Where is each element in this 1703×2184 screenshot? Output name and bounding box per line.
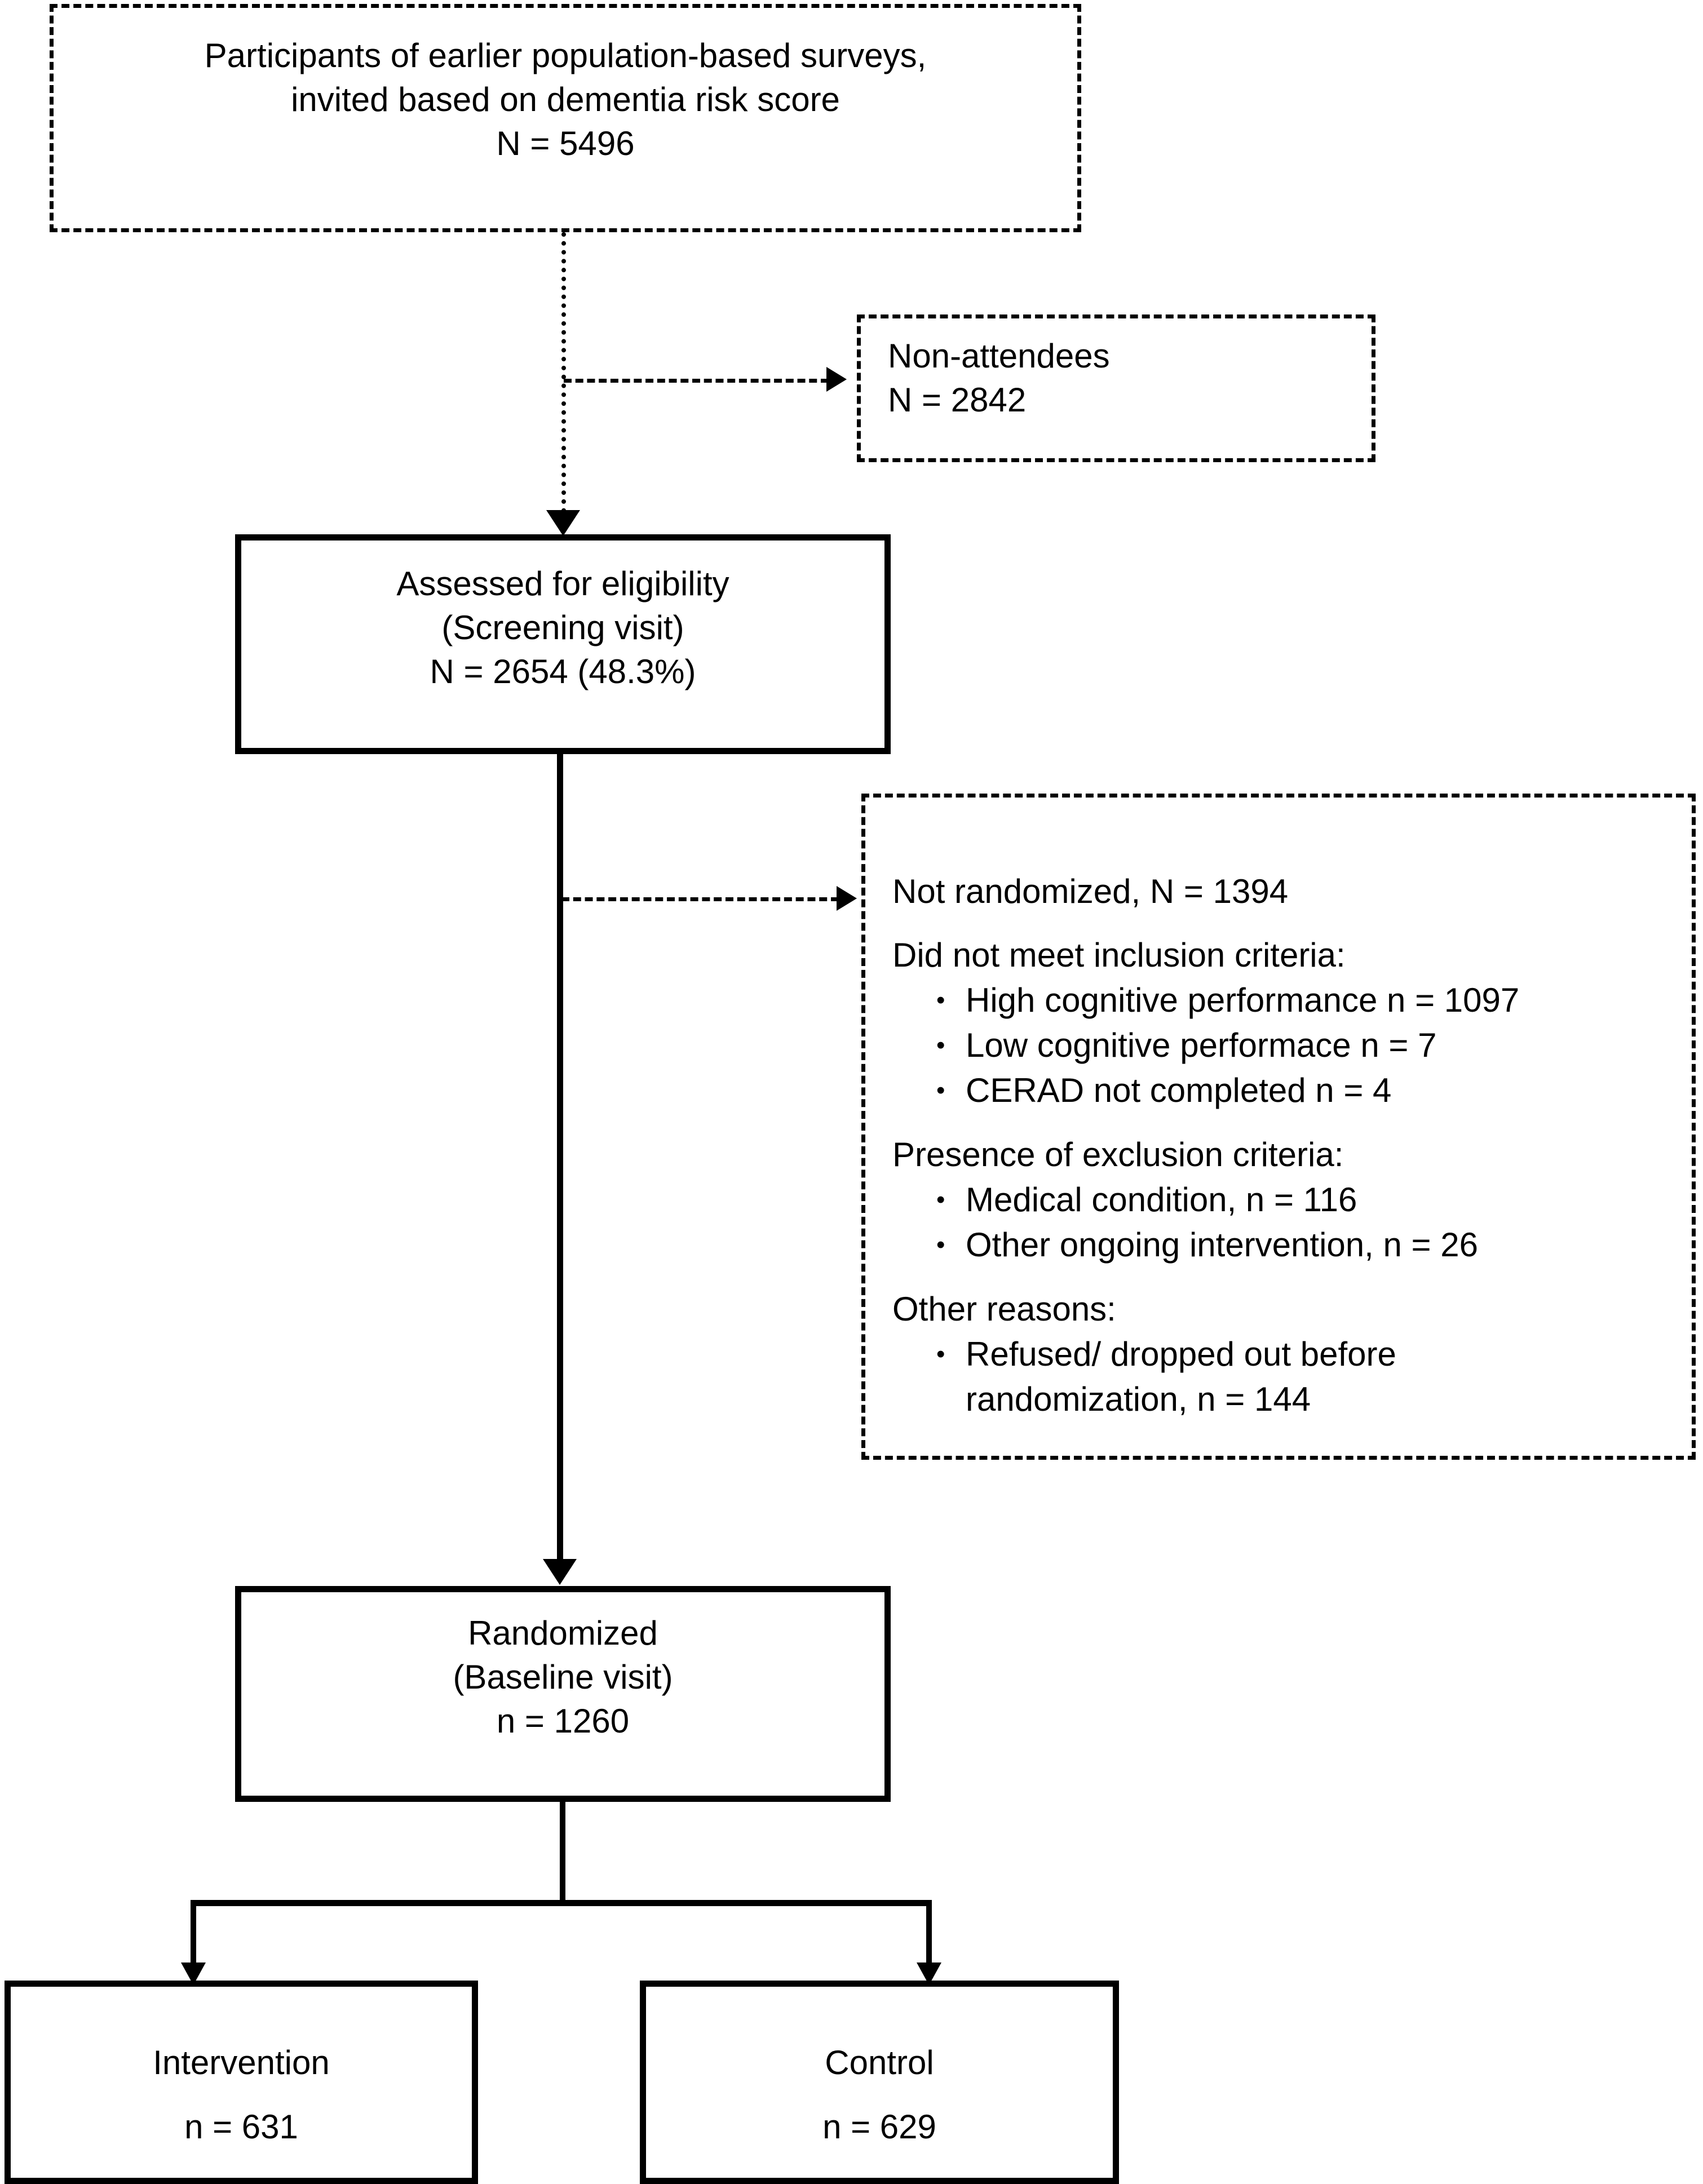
arrowhead-non-attendees — [826, 367, 847, 392]
not-randomized-title: Not randomized, N = 1394 — [892, 872, 1289, 910]
node-randomized-box: Randomized (Baseline visit) n = 1260 — [235, 1586, 891, 1802]
node-assessed-line-1: Assessed for eligibility — [396, 565, 729, 603]
bullet-icon: • — [936, 1231, 945, 1259]
not-randomized-group-1: Did not meet inclusion criteria: • High c… — [892, 933, 1519, 1113]
arrowhead-assessed — [546, 510, 580, 536]
list-item-label: CERAD not completed n = 4 — [966, 1071, 1392, 1109]
node-assessed-line-3: N = 2654 (48.3%) — [430, 653, 696, 690]
connector-assessed-to-randomized — [557, 754, 563, 1561]
node-invited-line-2: invited based on dementia risk score — [291, 81, 840, 118]
node-intervention-line-2: n = 631 — [184, 2108, 298, 2146]
node-invited-line-1: Participants of earlier population-based… — [204, 37, 927, 74]
node-non-attendees-line-2: N = 2842 — [888, 381, 1027, 419]
node-assessed-line-2: (Screening visit) — [441, 609, 684, 646]
group-2-list: • Medical condition, n = 116 • Other ongoi… — [892, 1177, 1478, 1268]
list-item-label: Medical condition, n = 116 — [966, 1181, 1357, 1219]
list-item-label: Refused/ dropped out before randomizatio… — [966, 1335, 1396, 1418]
connector-to-intervention — [191, 1900, 196, 1968]
connector-to-non-attendees — [564, 379, 829, 383]
node-non-attendees-line-1: Non-attendees — [888, 337, 1110, 375]
arrowhead-not-randomized — [837, 886, 857, 911]
bullet-icon: • — [936, 1077, 945, 1104]
node-invited-line-3: N = 5496 — [496, 125, 635, 162]
group-1-header: Did not meet inclusion criteria: — [892, 936, 1346, 974]
connector-to-not-randomized — [561, 897, 839, 901]
connector-invited-to-assessed — [561, 232, 566, 513]
group-2-header: Presence of exclusion criteria: — [892, 1136, 1344, 1173]
node-intervention-line-1: Intervention — [153, 2044, 330, 2081]
arrowhead-randomized — [543, 1559, 577, 1585]
node-assessed-box: Assessed for eligibility (Screening visi… — [235, 534, 891, 754]
connector-to-control — [926, 1900, 932, 1968]
group-3-list: • Refused/ dropped out before randomizati… — [892, 1332, 1501, 1422]
node-randomized-line-1: Randomized — [468, 1614, 658, 1652]
list-item: • High cognitive performance n = 1097 — [892, 978, 1519, 1023]
list-item-label: Low cognitive performace n = 7 — [966, 1026, 1437, 1064]
list-item-label: High cognitive performance n = 1097 — [966, 981, 1520, 1019]
node-control-line-2: n = 629 — [822, 2108, 936, 2146]
list-item: • Refused/ dropped out before randomizati… — [892, 1332, 1501, 1422]
list-item: • Other ongoing intervention, n = 26 — [892, 1222, 1478, 1268]
bullet-icon: • — [936, 1186, 945, 1213]
list-item-label: Other ongoing intervention, n = 26 — [966, 1226, 1478, 1264]
group-3-header: Other reasons: — [892, 1290, 1116, 1328]
group-1-list: • High cognitive performance n = 1097 • Lo… — [892, 978, 1519, 1113]
connector-randomized-stem — [560, 1802, 565, 1904]
not-randomized-group-3: Other reasons: • Refused/ dropped out bef… — [892, 1287, 1501, 1422]
list-item: • CERAD not completed n = 4 — [892, 1068, 1519, 1113]
node-intervention-box: Intervention n = 631 — [5, 1981, 478, 2184]
node-invited-box: Participants of earlier population-based… — [50, 4, 1081, 232]
bullet-icon: • — [936, 1340, 945, 1368]
not-randomized-group-2: Presence of exclusion criteria: • Medical… — [892, 1132, 1478, 1268]
node-control-line-1: Control — [825, 2044, 934, 2081]
node-control-box: Control n = 629 — [640, 1981, 1119, 2184]
node-non-attendees-box: Non-attendees N = 2842 — [857, 314, 1375, 462]
node-randomized-line-3: n = 1260 — [496, 1702, 630, 1740]
connector-randomized-crossbar — [191, 1900, 932, 1906]
list-item: • Low cognitive performace n = 7 — [892, 1023, 1519, 1068]
bullet-icon: • — [936, 1031, 945, 1059]
node-randomized-line-2: (Baseline visit) — [453, 1658, 673, 1696]
node-not-randomized-box: Not randomized, N = 1394 Did not meet in… — [861, 794, 1696, 1460]
bullet-icon: • — [936, 986, 945, 1014]
list-item: • Medical condition, n = 116 — [892, 1177, 1478, 1222]
